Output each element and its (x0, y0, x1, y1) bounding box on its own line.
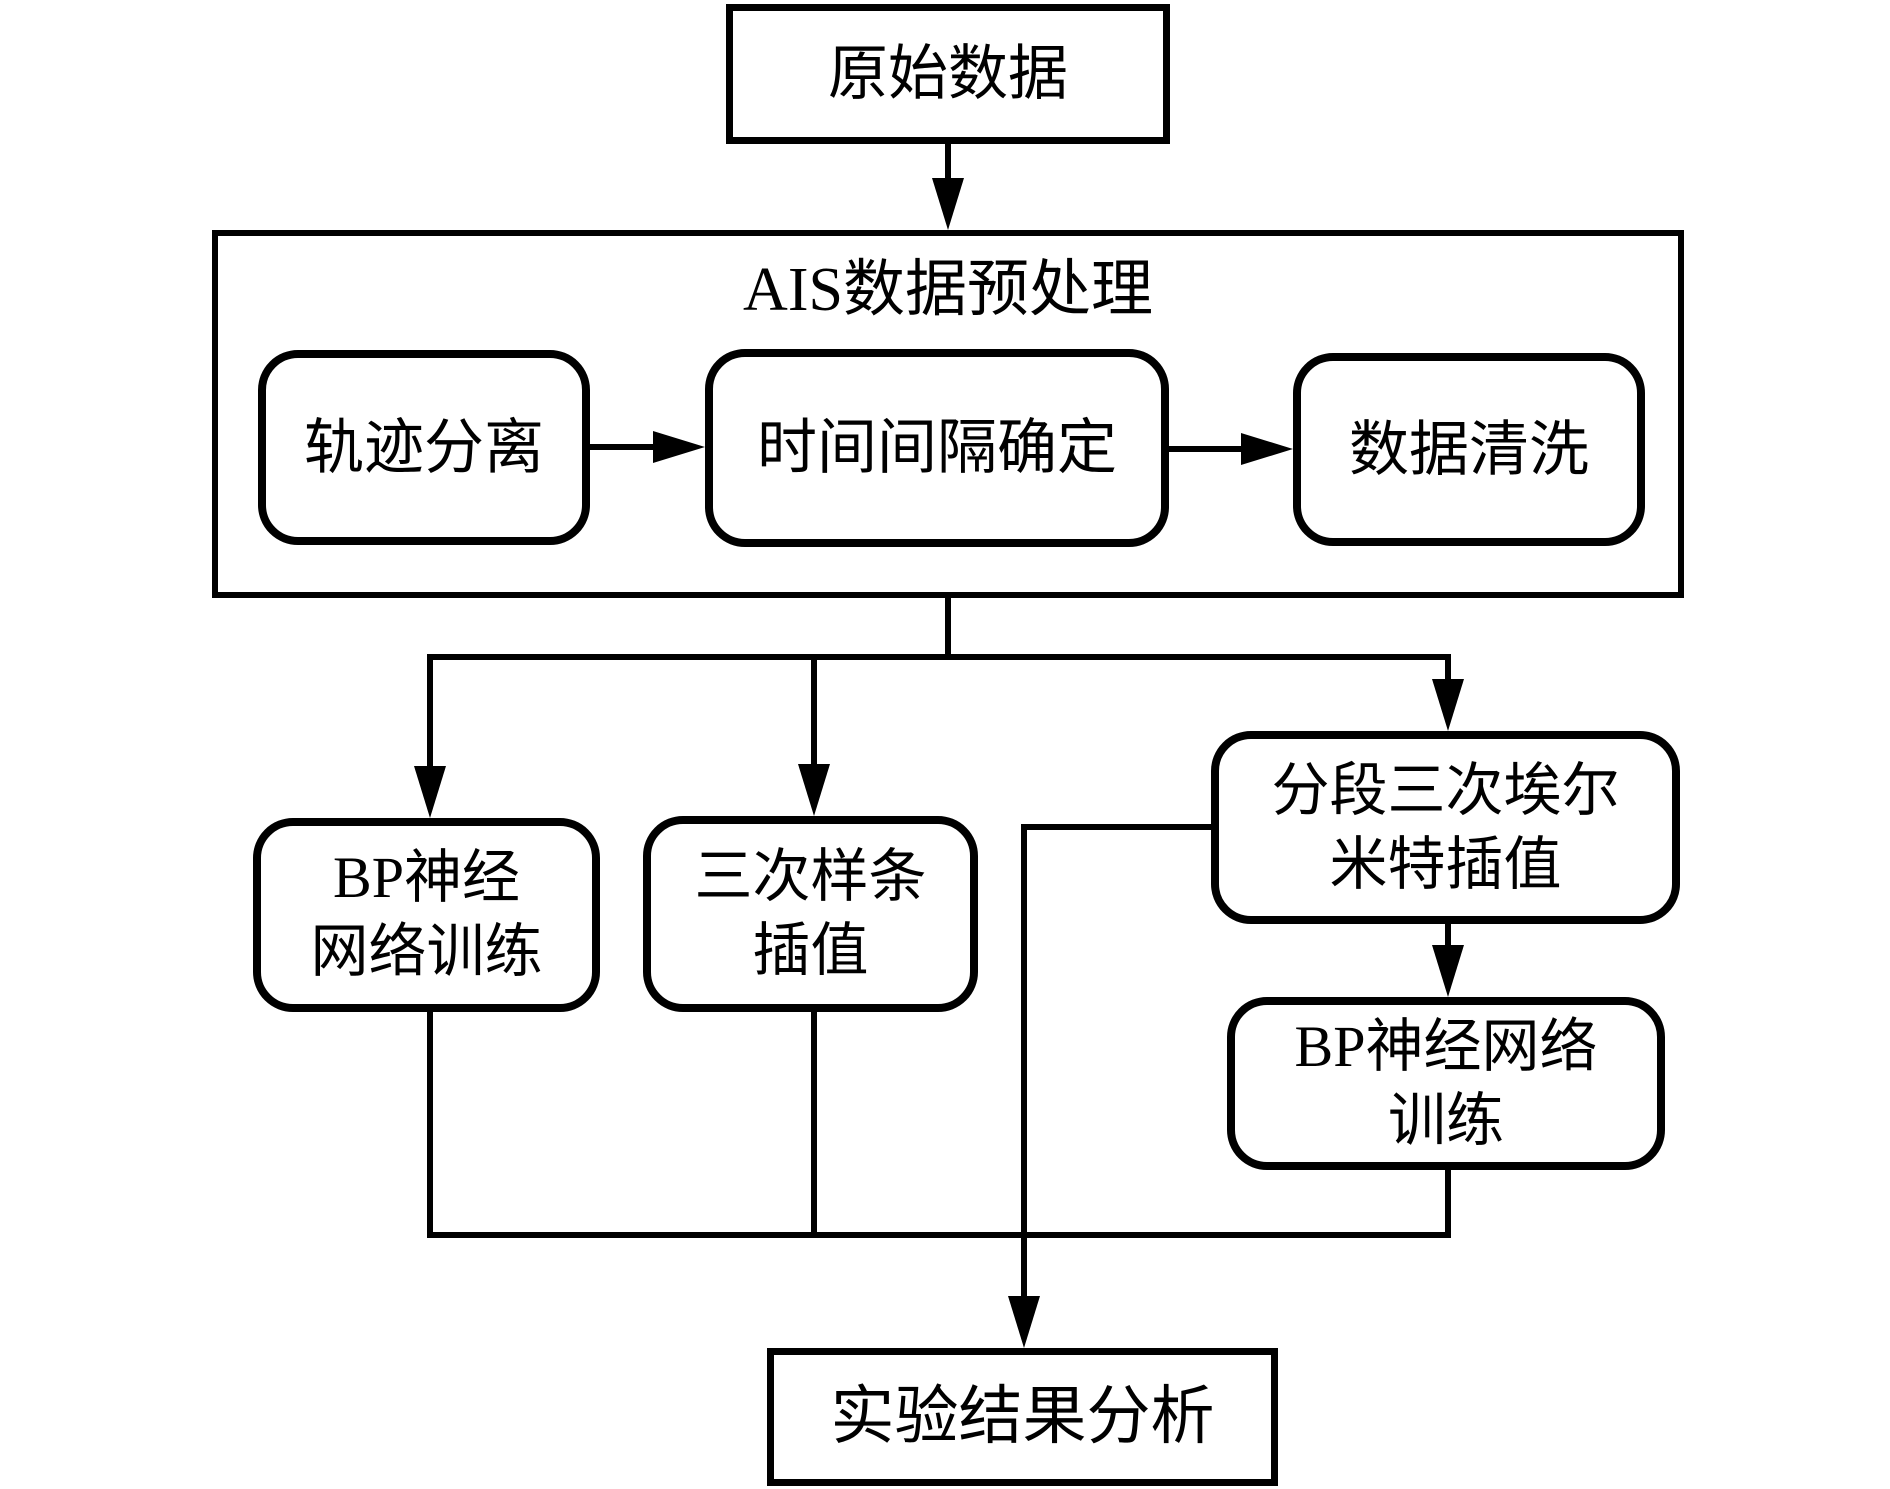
node-bp-training-left: BP神经 网络训练 (253, 818, 600, 1012)
node-data-cleaning-label: 数据清洗 (1349, 416, 1589, 483)
node-raw-data-label: 原始数据 (828, 41, 1068, 107)
node-result-analysis-label: 实验结果分析 (830, 1381, 1215, 1452)
node-bp-training-left-line1: BP神经 (333, 845, 520, 910)
edge-branch-to-bp-left-line (427, 654, 433, 768)
edge-to-result-arrowhead-icon (1008, 1296, 1040, 1348)
node-hermite-line2: 米特插值 (1329, 831, 1562, 897)
node-hermite: 分段三次埃尔 米特插值 (1211, 731, 1680, 924)
edge-hermite-to-bp-right-arrowhead-icon (1432, 945, 1464, 997)
edge-time-to-clean-arrowhead-icon (1241, 433, 1293, 465)
edge-bp-left-down-line (427, 1012, 433, 1238)
edge-preprocess-connector-line (945, 598, 951, 660)
node-trajectory-separation-label: 轨迹分离 (304, 414, 544, 481)
edge-spline-down-line (811, 1012, 817, 1238)
edge-traj-to-time-line (590, 444, 658, 450)
node-hermite-line1: 分段三次埃尔 (1271, 757, 1620, 823)
edge-hermite-elbow-vline (1021, 824, 1027, 1298)
edge-branch-to-hermite-line (1445, 654, 1451, 683)
node-time-interval: 时间间隔确定 (705, 349, 1169, 547)
node-bp-training-right: BP神经网络 训练 (1227, 997, 1665, 1170)
node-bp-training-left-line2: 网络训练 (310, 919, 543, 984)
node-time-interval-label: 时间间隔确定 (757, 415, 1117, 481)
node-raw-data: 原始数据 (726, 4, 1170, 144)
edge-branch-to-spline-line (811, 654, 817, 766)
node-result-analysis: 实验结果分析 (767, 1348, 1278, 1486)
node-cubic-spline-line2: 插值 (752, 918, 869, 983)
node-cubic-spline-line1: 三次样条 (694, 844, 927, 909)
edge-hermite-elbow-hline (1021, 824, 1211, 830)
convergence-line (427, 1232, 1451, 1238)
edge-branch-to-hermite-arrowhead-icon (1432, 679, 1464, 731)
group-ais-preprocessing-title: AIS数据预处理 (743, 256, 1153, 324)
node-cubic-spline: 三次样条 插值 (643, 816, 978, 1012)
edge-branch-to-bp-left-arrowhead-icon (414, 766, 446, 818)
edge-raw-to-preprocess-arrowhead-icon (932, 178, 964, 230)
node-bp-training-right-line2: 训练 (1387, 1087, 1504, 1153)
edge-traj-to-time-arrowhead-icon (653, 431, 705, 463)
edge-raw-to-preprocess-line (945, 144, 951, 182)
branch-line (427, 654, 1451, 660)
edge-hermite-to-bp-right-line (1445, 924, 1451, 949)
edge-branch-to-spline-arrowhead-icon (798, 764, 830, 816)
node-data-cleaning: 数据清洗 (1293, 353, 1645, 546)
node-bp-training-right-line1: BP神经网络 (1294, 1013, 1598, 1079)
edge-bp-right-down-line (1445, 1170, 1451, 1238)
edge-time-to-clean-line (1169, 446, 1245, 452)
node-trajectory-separation: 轨迹分离 (258, 350, 590, 545)
